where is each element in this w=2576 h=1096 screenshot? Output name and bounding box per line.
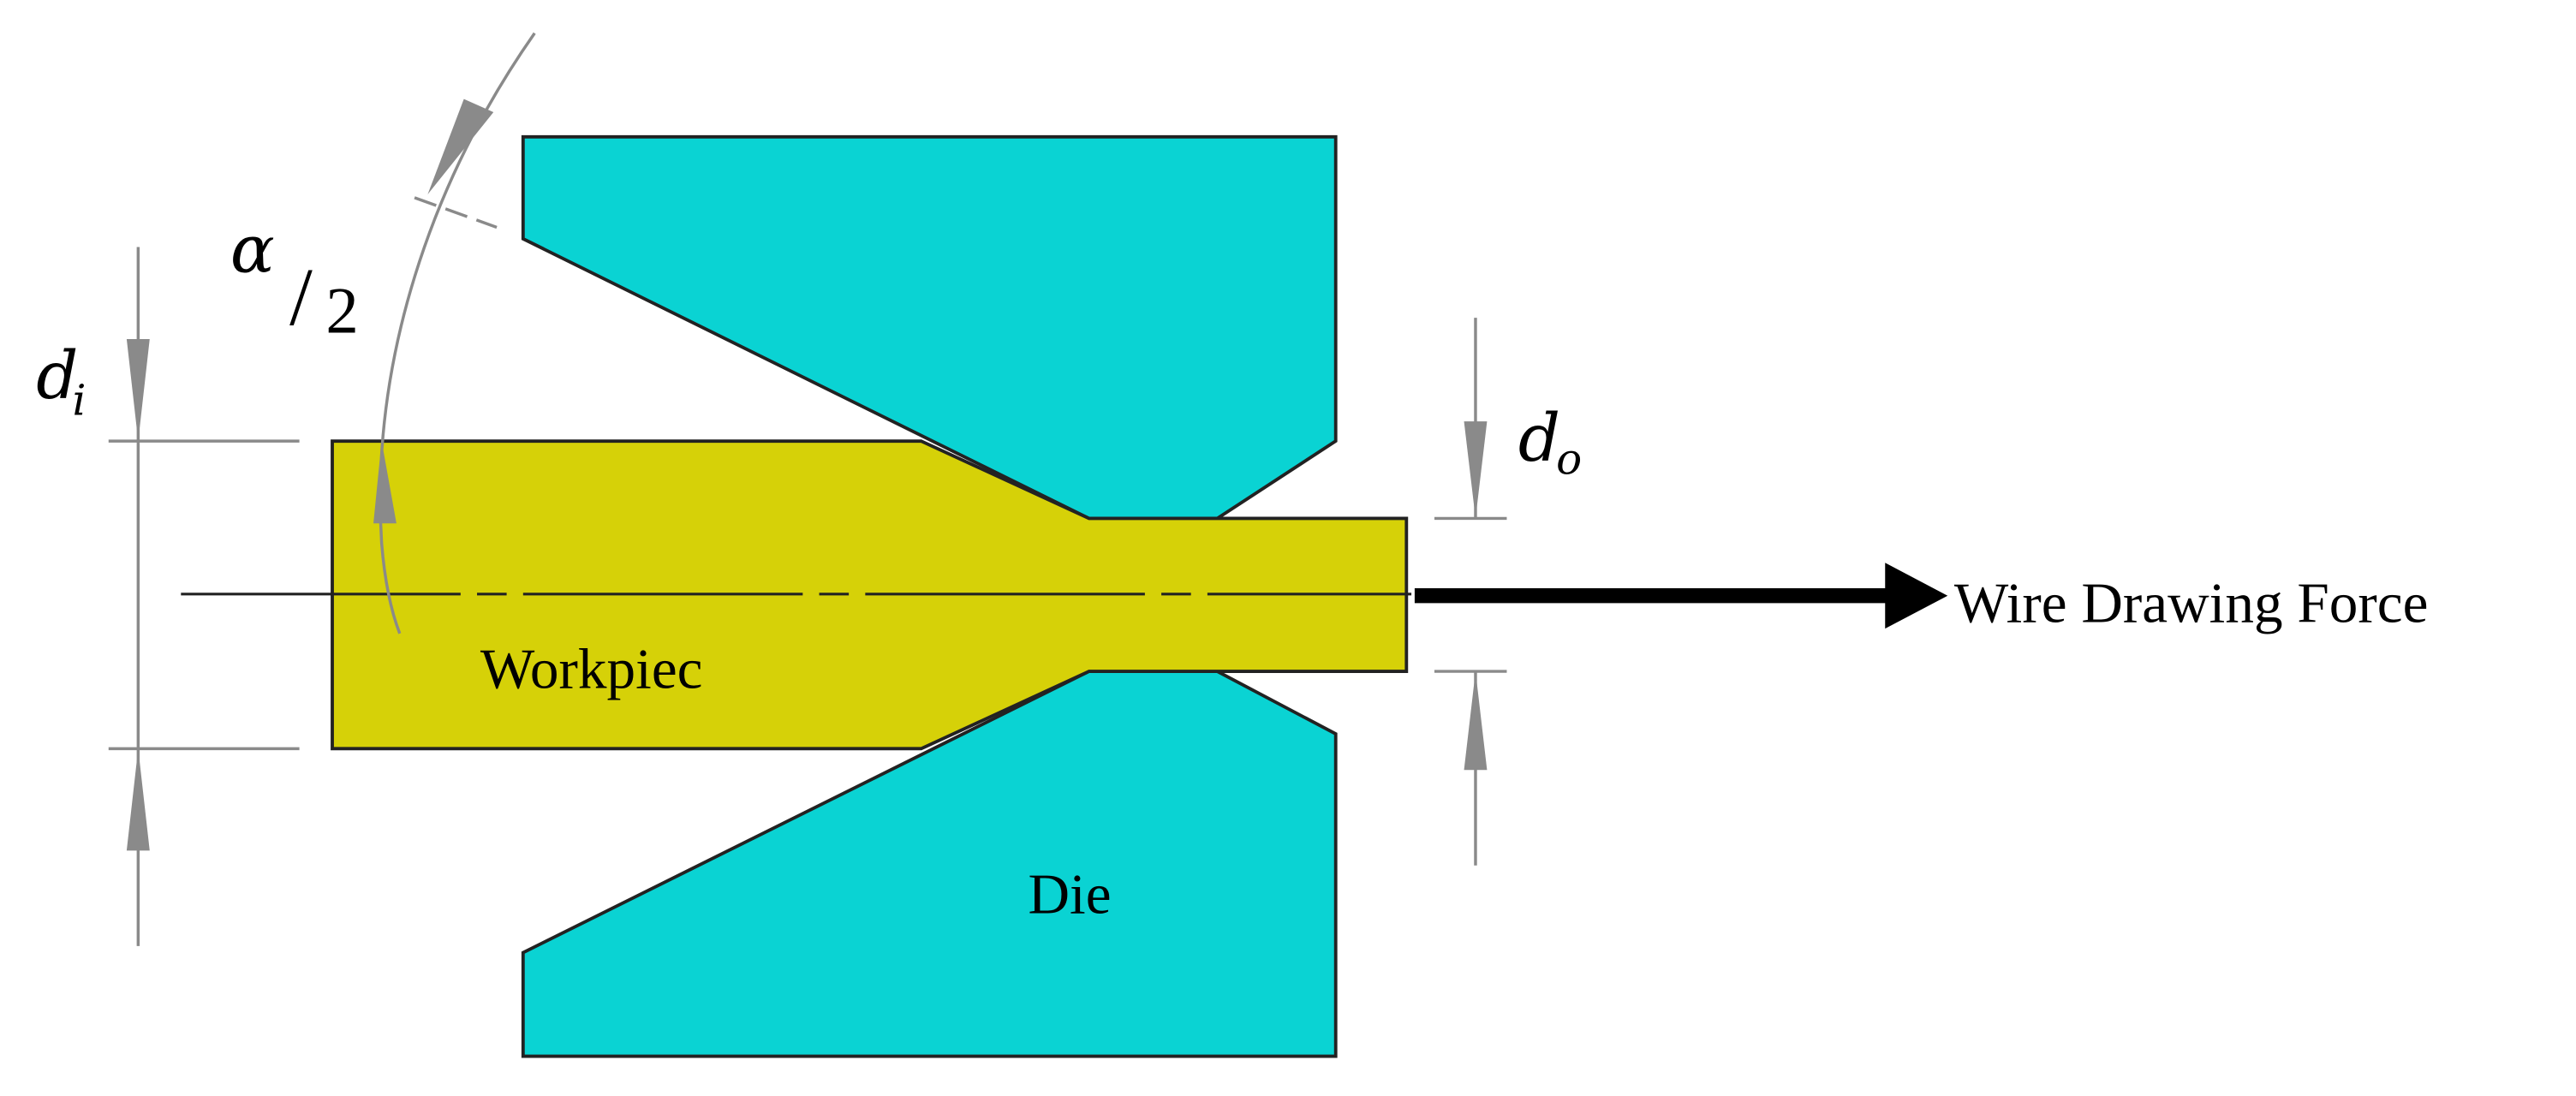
force-label: Wire Drawing Force — [1954, 570, 2429, 634]
angle-alpha-symbol: α — [230, 211, 275, 288]
angle-arrow-bottom — [373, 441, 397, 524]
output-diameter-dimension — [1434, 318, 1507, 866]
die-label: Die — [1029, 861, 1112, 926]
d-in-subscript: i — [73, 375, 86, 425]
angle-arrow-top — [427, 98, 494, 195]
drawing-force-arrowhead — [1885, 563, 1948, 629]
angle-divisor: 2 — [325, 274, 358, 347]
input-diameter-dimension — [108, 247, 300, 946]
d-out-bottom-arrow — [1464, 671, 1488, 771]
d-out-subscript: o — [1556, 435, 1582, 485]
d-in-top-arrow — [126, 339, 150, 442]
d-in-label: d — [36, 338, 78, 414]
d-out-top-arrow — [1464, 421, 1488, 519]
d-in-bottom-arrow — [126, 748, 150, 851]
d-out-label: d — [1518, 401, 1560, 477]
angle-slash: / — [289, 251, 313, 342]
workpiece-label: Workpiec — [480, 636, 703, 700]
die-angle-dimension — [373, 32, 536, 634]
